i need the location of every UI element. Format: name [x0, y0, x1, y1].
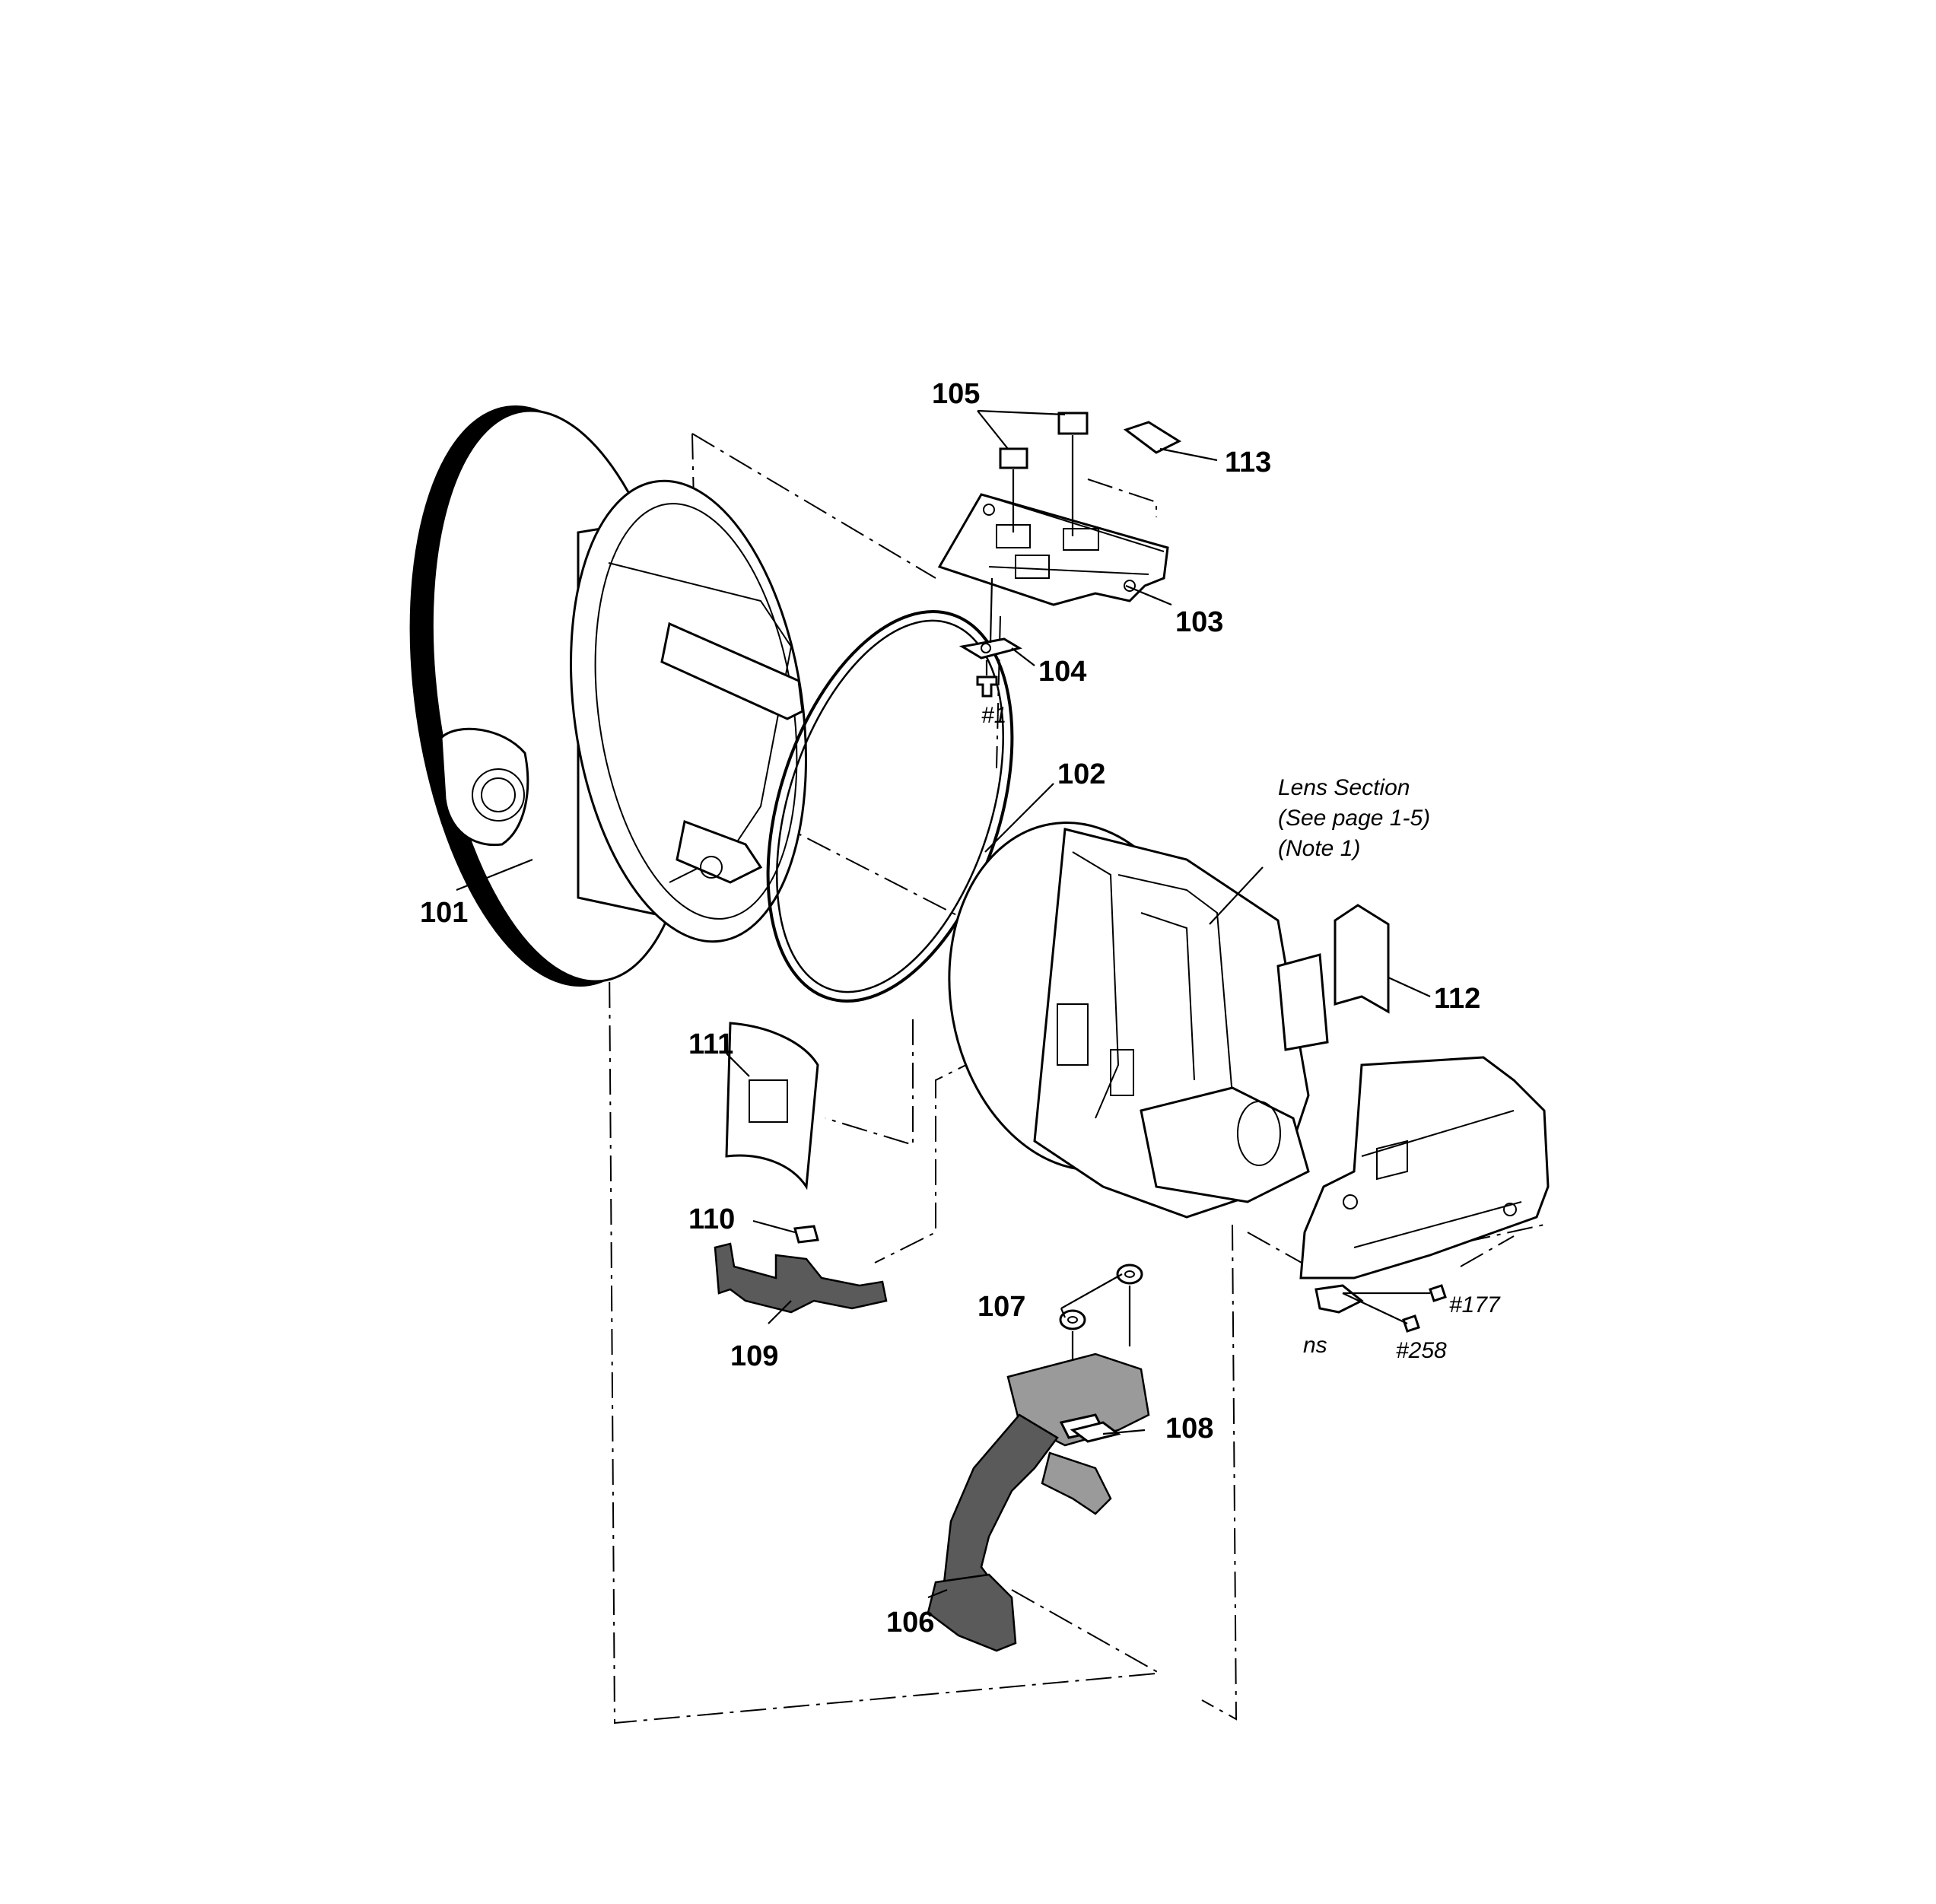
part-104-bracket [958, 577, 1022, 660]
label-101: 101 [420, 897, 468, 929]
lens-note-line3: (Note 1) [1278, 836, 1360, 861]
part-112-bracket-sheet [1276, 904, 1390, 1051]
label-108: 108 [1165, 1413, 1213, 1445]
label-102: 102 [1057, 758, 1105, 790]
screw-177 [1429, 1284, 1447, 1302]
part-ns-bracket [1315, 1284, 1364, 1314]
part-101-front-cabinet [409, 405, 807, 987]
label-111: 111 [688, 1028, 733, 1060]
part-110-tape [793, 1225, 819, 1244]
label-112: 112 [1434, 983, 1480, 1015]
label-110: 110 [688, 1203, 735, 1235]
part-107-bushings [1059, 1264, 1143, 1377]
label-104: 104 [1038, 656, 1086, 688]
part-103-top-plate [937, 493, 1169, 606]
part-labels: 105 113 103 104 #1 102 101 112 111 110 1… [420, 378, 1501, 1639]
label-109: 109 [730, 1340, 778, 1372]
part-109-flex-board [714, 1242, 888, 1314]
label-113: 113 [1225, 447, 1271, 478]
screw-1 [976, 660, 998, 698]
label-107: 107 [978, 1291, 1025, 1323]
lens-note-line1: Lens Section [1278, 775, 1410, 800]
label-103: 103 [1175, 606, 1223, 638]
label-screw-258: #258 [1396, 1338, 1447, 1363]
part-111-label-sheet [725, 1022, 819, 1190]
lens-section-block [948, 822, 1310, 1219]
part-108-sheet [1070, 1421, 1121, 1443]
label-ns: ns [1303, 1333, 1327, 1358]
part-106-main-board [927, 1353, 1150, 1652]
label-106: 106 [886, 1607, 934, 1639]
part-105-pads [999, 412, 1089, 536]
screw-258 [1402, 1314, 1420, 1333]
label-screw-177: #177 [1449, 1292, 1501, 1318]
part-102-ring-seal [766, 610, 1014, 1003]
part-113-sheet [1123, 421, 1182, 454]
leader-lines [456, 409, 1431, 1599]
part-side-frame [1299, 1056, 1550, 1279]
lens-section-note: Lens Section (See page 1-5) (Note 1) [1278, 775, 1430, 861]
lens-note-line2: (See page 1-5) [1278, 806, 1430, 831]
label-105: 105 [932, 378, 980, 410]
label-screw-1: #1 [981, 703, 1006, 728]
